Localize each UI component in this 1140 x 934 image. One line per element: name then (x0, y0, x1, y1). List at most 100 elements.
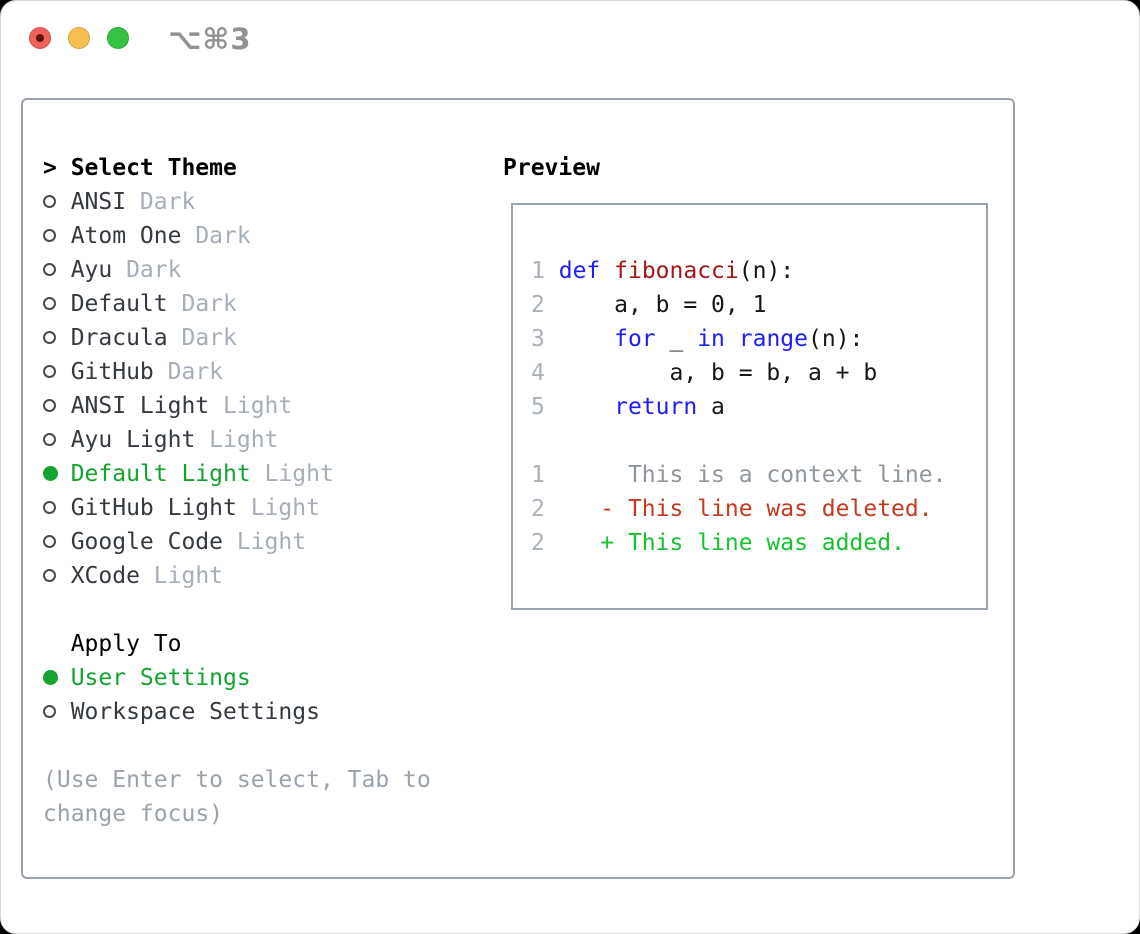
zoom-button[interactable] (107, 27, 129, 49)
theme-name: ANSI Light (70, 393, 210, 419)
radio-icon (43, 185, 71, 219)
theme-variant-label: Light (250, 461, 334, 487)
line-number: 3 (531, 326, 545, 352)
window-shortcut-label: ⌥⌘3 (168, 22, 252, 56)
theme-variant-label: Dark (167, 291, 237, 317)
apply-to-heading-row: Apply To (43, 627, 473, 661)
theme-name: GitHub Light (70, 495, 237, 521)
theme-item[interactable]: ANSI Light Light (43, 389, 473, 423)
line-number: 1 (531, 462, 545, 488)
cursor-prefix: > (43, 155, 57, 181)
token-keyword: for (614, 326, 656, 352)
token-keyword: in (697, 326, 725, 352)
token-plain (545, 394, 614, 420)
token-plain (600, 258, 614, 284)
radio-icon (43, 525, 71, 559)
token-plain: (n): (808, 326, 864, 352)
code-line: 1 def fibonacci(n): (531, 254, 986, 288)
theme-name: Default Light (70, 461, 251, 487)
radio-icon (43, 321, 71, 355)
spacer (531, 424, 986, 458)
theme-variant-label: Light (223, 529, 307, 555)
token-plain: a, b = b, a + b (544, 360, 878, 386)
theme-item[interactable]: GitHub Dark (43, 355, 473, 389)
token-plain: _ (655, 326, 698, 352)
theme-item[interactable]: Default Dark (43, 287, 473, 321)
radio-selected-icon (43, 661, 71, 695)
theme-name: Default (70, 291, 168, 317)
theme-name: ANSI (70, 189, 127, 215)
radio-icon (43, 253, 71, 287)
theme-variant-label: Dark (181, 223, 251, 249)
minimize-button[interactable] (68, 27, 90, 49)
diff-line: 2 - This line was deleted. (531, 492, 986, 526)
theme-item[interactable]: Ayu Dark (43, 253, 473, 287)
token-keyword: return (614, 394, 698, 420)
theme-item[interactable]: Atom One Dark (43, 219, 473, 253)
radio-icon (43, 423, 71, 457)
radio-icon (43, 219, 71, 253)
apply-option[interactable]: Workspace Settings (43, 695, 473, 729)
theme-item[interactable]: ANSI Dark (43, 185, 473, 219)
code-line: 5 return a (531, 390, 986, 424)
theme-name: Ayu (70, 257, 113, 283)
line-number: 5 (531, 394, 545, 420)
select-theme-heading: Select Theme (70, 155, 237, 181)
code-line: 3 for _ in range(n): (531, 322, 986, 356)
theme-name: GitHub (70, 359, 154, 385)
apply-option[interactable]: User Settings (43, 661, 473, 695)
spacer (43, 729, 473, 763)
diff-line: 1 This is a context line. (531, 458, 986, 492)
theme-item[interactable]: Dracula Dark (43, 321, 473, 355)
line-number: 2 (531, 292, 545, 318)
token-plain (545, 258, 559, 284)
theme-name: Atom One (70, 223, 182, 249)
theme-item[interactable]: Google Code Light (43, 525, 473, 559)
radio-icon (43, 389, 71, 423)
titlebar: ⌥⌘3 (1, 1, 1139, 76)
radio-selected-icon (43, 457, 71, 491)
code-line: 2 a, b = 0, 1 (531, 288, 986, 322)
theme-name: Google Code (70, 529, 224, 555)
token-plain: a (697, 394, 725, 420)
radio-icon (43, 695, 71, 729)
theme-item[interactable]: GitHub Light Light (43, 491, 473, 525)
preview-heading: Preview (503, 155, 600, 181)
line-number: 1 (531, 258, 545, 284)
theme-item[interactable]: Default Light Light (43, 457, 473, 491)
theme-name: Dracula (70, 325, 168, 351)
theme-variant-label: Dark (112, 257, 182, 283)
theme-variant-label: Dark (126, 189, 196, 215)
theme-variant-label: Dark (153, 359, 224, 385)
radio-icon (43, 287, 71, 321)
line-number: 4 (531, 360, 545, 386)
token-plain: a, b = 0, 1 (544, 292, 767, 318)
line-number: 2 (531, 530, 545, 556)
theme-name: Ayu Light (70, 427, 196, 453)
diff-text: + This line was added. (544, 530, 905, 556)
radio-icon (43, 559, 71, 593)
help-text: (Use Enter to select, Tab to change focu… (43, 767, 431, 827)
radio-icon (43, 491, 71, 525)
theme-name: XCode (70, 563, 140, 589)
theme-list-title: > Select Theme (43, 151, 473, 185)
token-plain (545, 326, 614, 352)
theme-item[interactable]: XCode Light (43, 559, 473, 593)
apply-to-heading: Apply To (70, 631, 182, 657)
close-button[interactable] (29, 27, 51, 49)
spacer (43, 593, 473, 627)
line-number: 2 (531, 496, 545, 522)
diff-line: 2 + This line was added. (531, 526, 986, 560)
diff-text: - This line was deleted. (544, 496, 933, 522)
code-line: 4 a, b = b, a + b (531, 356, 986, 390)
token-plain: (n): (738, 258, 795, 284)
theme-variant-label: Light (209, 393, 293, 419)
theme-item[interactable]: Ayu Light Light (43, 423, 473, 457)
theme-variant-label: Dark (167, 325, 237, 351)
